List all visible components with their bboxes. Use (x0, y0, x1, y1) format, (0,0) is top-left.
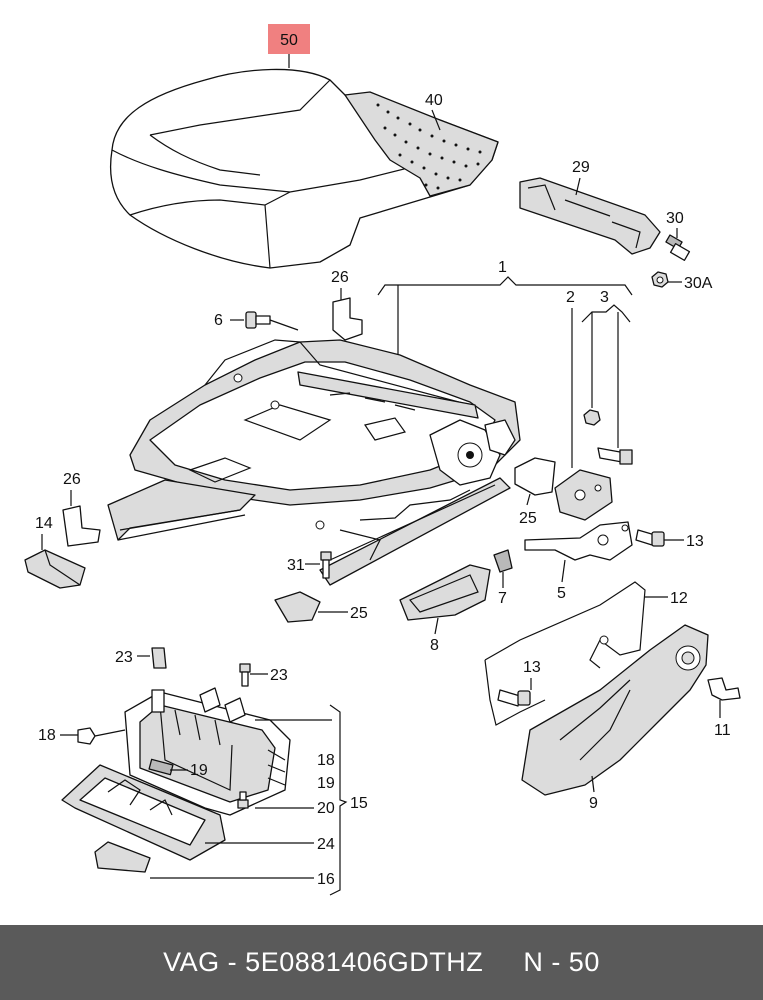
label-25-right[interactable]: 25 (519, 510, 537, 527)
label-24[interactable]: 24 (317, 836, 335, 853)
seat-cushion-part (109, 68, 499, 269)
label-9[interactable]: 9 (589, 795, 598, 812)
screw-31 (320, 551, 332, 579)
drawer-tray (61, 758, 226, 861)
label-26-left[interactable]: 26 (63, 471, 81, 488)
side-panel-9 (521, 624, 709, 796)
label-11[interactable]: 11 (714, 722, 731, 739)
label-40[interactable]: 40 (425, 92, 443, 109)
footer-separator: - (219, 947, 246, 977)
clip-23-left (151, 647, 167, 669)
part-50-label[interactable]: 50 (268, 24, 310, 54)
label-6[interactable]: 6 (214, 312, 223, 329)
label-30a[interactable]: 30A (684, 275, 713, 292)
label-23-left[interactable]: 23 (115, 649, 133, 666)
bolt-30 (665, 234, 691, 261)
label-3[interactable]: 3 (600, 289, 609, 306)
label-13-lower[interactable]: 13 (523, 659, 541, 676)
label-19-group[interactable]: 19 (317, 775, 335, 792)
label-8[interactable]: 8 (430, 637, 439, 654)
label-7[interactable]: 7 (498, 590, 507, 607)
bolt-13-right (635, 529, 665, 547)
label-13-right[interactable]: 13 (686, 533, 704, 550)
part-info-footer: VAG - 5E0881406GDTHZ N - 50 (0, 925, 763, 1000)
trim-8 (399, 564, 491, 621)
nut-3 (583, 409, 601, 426)
cable-12 (484, 581, 646, 726)
label-18-group[interactable]: 18 (317, 752, 335, 769)
label-12[interactable]: 12 (670, 590, 688, 607)
label-19-left[interactable]: 19 (190, 762, 208, 779)
bolt-13-lower (497, 689, 531, 707)
label-30[interactable]: 30 (666, 210, 684, 227)
label-14[interactable]: 14 (35, 515, 53, 532)
screw-23-right (239, 663, 251, 687)
label-1[interactable]: 1 (498, 259, 507, 276)
highlight-box (268, 24, 310, 54)
drawer-housing-15 (124, 687, 291, 816)
screw-20 (237, 791, 249, 809)
bolt-3 (597, 447, 633, 465)
bracket-2 (554, 469, 613, 521)
handle-16 (94, 841, 151, 873)
label-18-left[interactable]: 18 (38, 727, 56, 744)
label-31[interactable]: 31 (287, 557, 305, 574)
label-50: 50 (280, 32, 298, 49)
clip-18 (77, 727, 96, 745)
label-5[interactable]: 5 (557, 585, 566, 602)
clip-26-left (62, 505, 101, 547)
clip-11 (707, 677, 741, 701)
label-23-right[interactable]: 23 (270, 667, 288, 684)
label-20[interactable]: 20 (317, 800, 335, 817)
rail-part-29 (519, 177, 661, 255)
clip-26-top (332, 297, 363, 341)
cover-25-right (514, 457, 556, 496)
label-25-left[interactable]: 25 (350, 605, 368, 622)
handle-14 (24, 549, 86, 589)
footer-text: VAG - 5E0881406GDTHZ N - 50 (163, 947, 600, 978)
label-29[interactable]: 29 (572, 159, 590, 176)
footer-part-number: 5E0881406GDTHZ (245, 947, 484, 977)
label-2[interactable]: 2 (566, 289, 575, 306)
footer-brand: VAG (163, 947, 220, 977)
label-26-top[interactable]: 26 (331, 269, 349, 286)
screw-6 (245, 311, 271, 329)
seat-frame (107, 339, 521, 586)
cover-25-left (274, 591, 321, 623)
nut-30a (651, 271, 669, 288)
clip-7 (493, 549, 513, 573)
bracket-5 (524, 521, 633, 561)
label-16[interactable]: 16 (317, 871, 335, 888)
label-15[interactable]: 15 (350, 795, 368, 812)
footer-position: N - 50 (523, 947, 600, 977)
seat-exploded-diagram: 50 40 29 30 30A 26 1 2 3 6 (24, 24, 741, 896)
